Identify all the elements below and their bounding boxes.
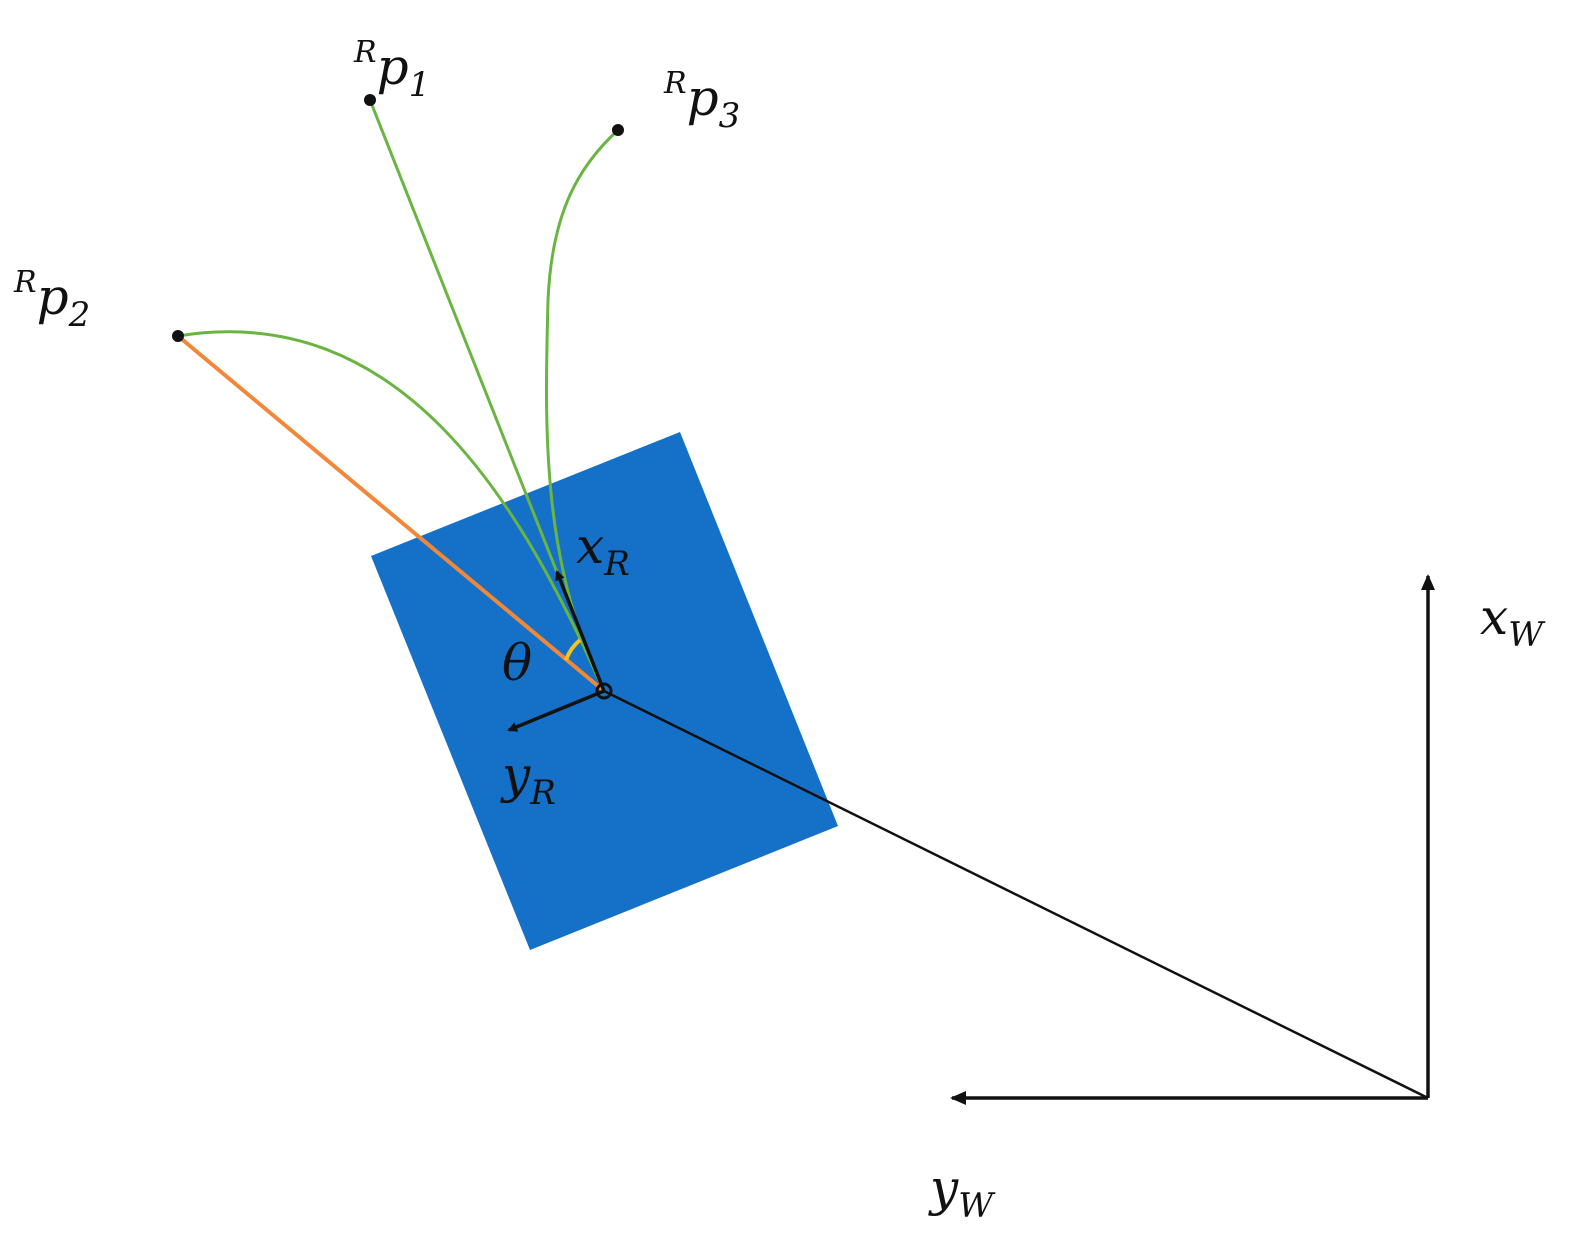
- point-p3-dot: [612, 124, 624, 136]
- point-p2-dot: [172, 330, 184, 342]
- label-p1: Rp1: [353, 35, 430, 105]
- point-p1-dot: [364, 94, 376, 106]
- label-world-y-axis: yW: [928, 1159, 996, 1226]
- label-robot-y-axis: yR: [500, 746, 556, 813]
- label-p2: Rp2: [13, 265, 90, 335]
- label-p3: Rp3: [663, 66, 740, 136]
- label-theta: θ: [502, 634, 532, 692]
- theta-arc: [564, 638, 582, 661]
- path-to-p2: [177, 330, 606, 692]
- path-to-p3: [544, 128, 620, 692]
- robot-x-axis-arrow: [555, 570, 606, 692]
- label-robot-x-axis: xR: [576, 517, 630, 584]
- robot-center-point: [595, 682, 613, 700]
- robot-y-axis-arrow: [507, 689, 605, 732]
- heading-line-to-p2: [176, 334, 606, 693]
- label-world-x-axis: xW: [1480, 588, 1546, 655]
- world-to-robot-line: [603, 689, 1429, 1100]
